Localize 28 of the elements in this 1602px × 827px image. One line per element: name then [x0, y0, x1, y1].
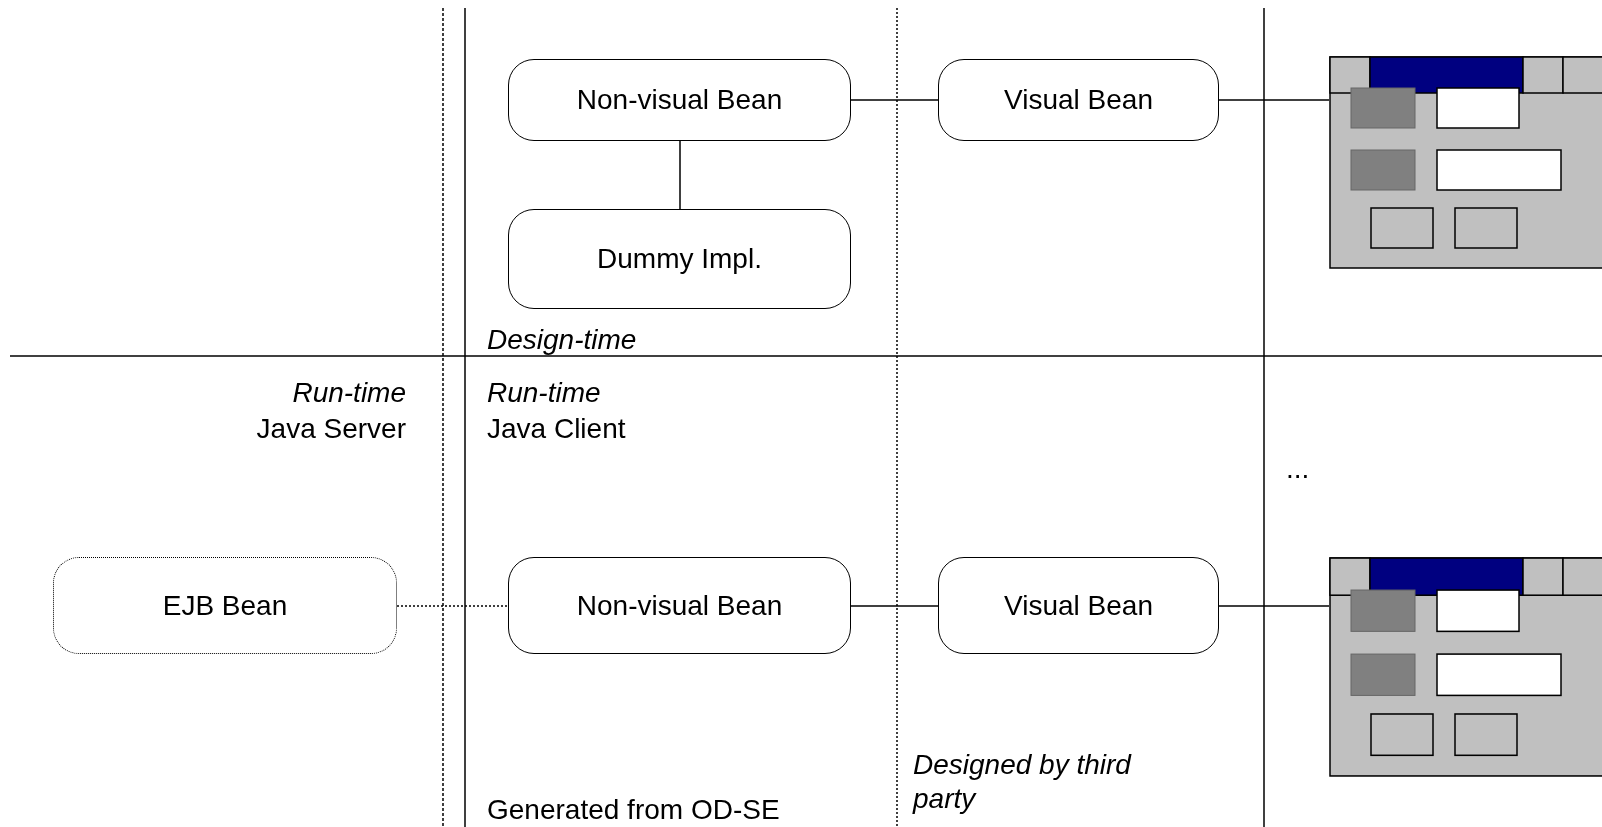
connector-line — [1218, 605, 1330, 607]
caption-text: Generated from OD-SE — [487, 793, 780, 827]
caption-text: ... — [1286, 452, 1310, 486]
rounded-box — [938, 557, 1219, 654]
note-text: Run-time — [487, 376, 601, 410]
connector-line — [1218, 99, 1330, 101]
note-text: Run-time — [292, 376, 406, 410]
rounded-box — [53, 557, 397, 654]
node-label: Non-visual Bean — [576, 84, 783, 116]
node-label: Visual Bean — [1004, 84, 1153, 116]
caption-text: Java Server — [256, 412, 406, 446]
rounded-box — [508, 59, 851, 141]
window-drawing — [1329, 56, 1602, 269]
rounded-box — [508, 557, 851, 654]
connector-line — [396, 605, 509, 607]
rounded-box — [508, 209, 851, 309]
node-label: Visual Bean — [1004, 589, 1153, 622]
note-text: Design-time — [487, 323, 637, 357]
connector-line — [679, 140, 681, 210]
node-label: Non-visual Bean — [576, 589, 783, 622]
node-label: Dummy Impl. — [597, 243, 762, 275]
connector-line — [850, 605, 939, 607]
caption-text: Java Client — [487, 412, 626, 446]
note-text: Designed by third party — [913, 748, 1133, 816]
node-label: EJB Bean — [162, 589, 288, 622]
connector-line — [850, 99, 939, 101]
window-drawing — [1329, 557, 1602, 777]
rounded-box — [938, 59, 1219, 141]
